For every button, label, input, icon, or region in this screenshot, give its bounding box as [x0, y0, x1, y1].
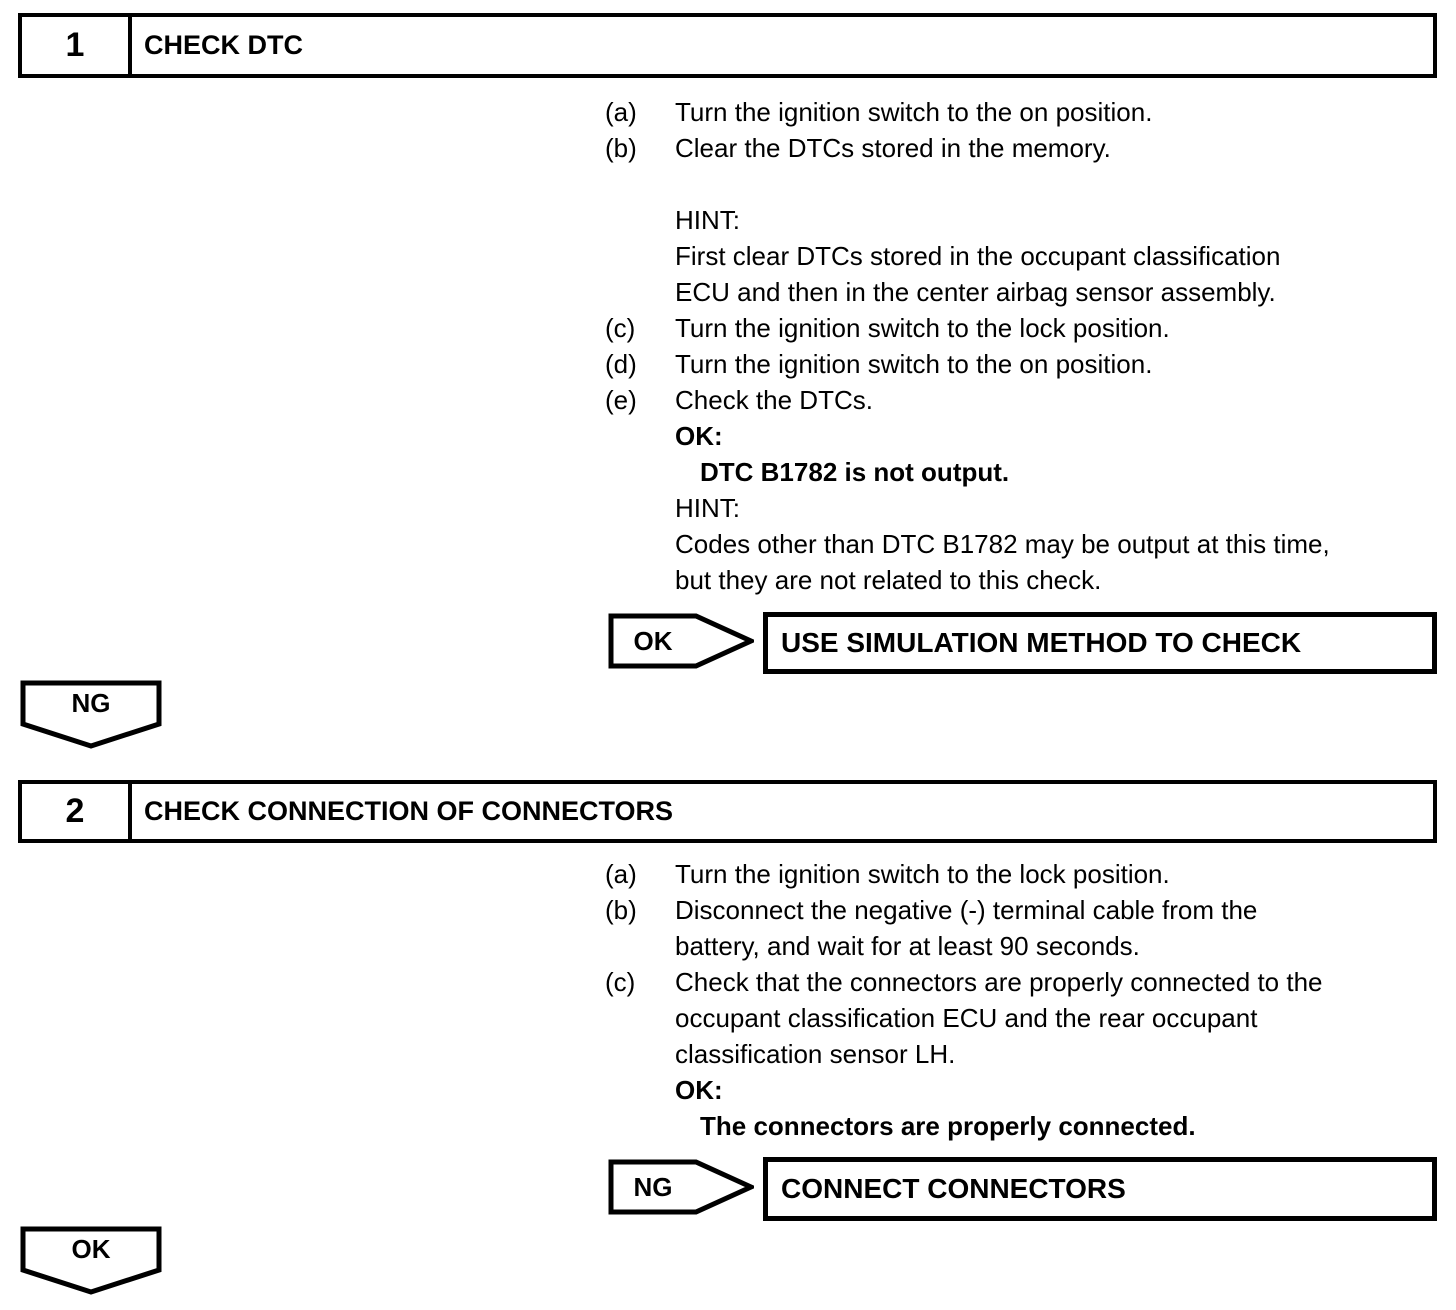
instruction-text: Disconnect the negative (-) terminal cab… — [675, 895, 1258, 925]
step-letter — [605, 1072, 675, 1108]
blank-line — [605, 166, 1450, 202]
flow-tag-label: OK — [71, 1233, 111, 1264]
instruction-text: battery, and wait for at least 90 second… — [675, 931, 1140, 961]
down-arrow-icon — [20, 1226, 162, 1295]
ok-criteria-line: DTC B1782 is not output. — [605, 454, 1450, 490]
action-text: CONNECT CONNECTORS — [781, 1173, 1126, 1204]
step-letter: (a) — [605, 97, 637, 127]
instruction-text: Clear the DTCs stored in the memory. — [675, 133, 1111, 163]
instruction-text: Check the DTCs. — [675, 385, 873, 415]
step-2-instructions: (a) Turn the ignition switch to the lock … — [605, 856, 1450, 1144]
ok-criteria-label: OK: — [675, 421, 723, 451]
step-letter — [605, 1036, 675, 1072]
down-arrow-icon — [20, 680, 162, 749]
instruction-line: (d) Turn the ignition switch to the on po… — [605, 346, 1450, 382]
instruction-line: (a) Turn the ignition switch to the on po… — [605, 94, 1450, 130]
instruction-line: (c) Turn the ignition switch to the lock … — [605, 310, 1450, 346]
hint-text-line: First clear DTCs stored in the occupant … — [605, 238, 1450, 274]
step-letter — [605, 202, 675, 238]
step-letter — [605, 418, 675, 454]
step-letter — [605, 238, 675, 274]
hint-text-line: Codes other than DTC B1782 may be output… — [605, 526, 1450, 562]
hint-text: First clear DTCs stored in the occupant … — [675, 241, 1281, 271]
hint-label-line: HINT: — [605, 490, 1450, 526]
instruction-line: (c) Check that the connectors are properl… — [605, 964, 1450, 1000]
step-letter: (c) — [605, 967, 636, 997]
ok-criteria-label-line: OK: — [605, 1072, 1450, 1108]
ok-criteria-label-line: OK: — [605, 418, 1450, 454]
step-letter — [605, 526, 675, 562]
instruction-line: (b) Disconnect the negative (-) terminal … — [605, 892, 1450, 928]
instruction-text: Check that the connectors are properly c… — [675, 967, 1323, 997]
step-number: 1 — [22, 17, 132, 74]
step-letter: (e) — [605, 385, 637, 415]
step-letter — [605, 1108, 700, 1144]
hint-text: but they are not related to this check. — [675, 565, 1102, 595]
hint-label-line: HINT: — [605, 202, 1450, 238]
step-letter — [605, 274, 675, 310]
hint-text: Codes other than DTC B1782 may be output… — [675, 529, 1330, 559]
result-tag-label: OK — [633, 625, 673, 656]
hint-label: HINT: — [675, 493, 740, 523]
ng-flow-connector: NG — [20, 680, 162, 750]
result-tag-label: NG — [633, 1171, 673, 1202]
action-text: USE SIMULATION METHOD TO CHECK — [781, 627, 1302, 658]
instruction-text: Turn the ignition switch to the lock pos… — [675, 313, 1170, 343]
instruction-wrap-line: battery, and wait for at least 90 second… — [605, 928, 1450, 964]
ok-criteria-label: OK: — [675, 1075, 723, 1105]
ng-result-tag: NG — [608, 1159, 754, 1215]
instruction-line: (e) Check the DTCs. — [605, 382, 1450, 418]
hint-text-line: ECU and then in the center airbag sensor… — [605, 274, 1450, 310]
step-letter: (c) — [605, 313, 636, 343]
step-letter: (a) — [605, 859, 637, 889]
step-2-header: 2 CHECK CONNECTION OF CONNECTORS — [18, 780, 1437, 843]
ok-criteria-line: The connectors are properly connected. — [605, 1108, 1450, 1144]
ok-criteria-text: The connectors are properly connected. — [700, 1111, 1196, 1141]
step-letter — [605, 562, 675, 598]
step-1-header: 1 CHECK DTC — [18, 13, 1437, 78]
step-number: 2 — [22, 784, 132, 839]
hint-text: ECU and then in the center airbag sensor… — [675, 277, 1276, 307]
step-letter: (b) — [605, 133, 637, 163]
instruction-line: (a) Turn the ignition switch to the lock … — [605, 856, 1450, 892]
step-title: CHECK DTC — [144, 30, 303, 60]
instruction-wrap-line: occupant classification ECU and the rear… — [605, 1000, 1450, 1036]
action-box-connect-connectors: CONNECT CONNECTORS — [763, 1157, 1437, 1221]
step-letter: (d) — [605, 349, 637, 379]
ok-flow-connector: OK — [20, 1226, 162, 1296]
instruction-line: (b) Clear the DTCs stored in the memory. — [605, 130, 1450, 166]
right-arrow-icon — [608, 1159, 754, 1215]
step-title: CHECK CONNECTION OF CONNECTORS — [144, 796, 674, 826]
instruction-text: Turn the ignition switch to the on posit… — [675, 97, 1153, 127]
hint-label: HINT: — [675, 205, 740, 235]
step-letter — [605, 928, 675, 964]
right-arrow-icon — [608, 613, 754, 669]
step-letter — [605, 454, 700, 490]
instruction-text: classification sensor LH. — [675, 1039, 956, 1069]
step-letter — [605, 1000, 675, 1036]
instruction-text: occupant classification ECU and the rear… — [675, 1003, 1258, 1033]
step-letter — [605, 490, 675, 526]
step-1-instructions: (a) Turn the ignition switch to the on po… — [605, 94, 1450, 598]
flow-tag-label: NG — [71, 687, 111, 718]
ok-result-tag: OK — [608, 613, 754, 669]
instruction-text: Turn the ignition switch to the on posit… — [675, 349, 1153, 379]
instruction-wrap-line: classification sensor LH. — [605, 1036, 1450, 1072]
ok-criteria-text: DTC B1782 is not output. — [700, 457, 1010, 487]
hint-text-line: but they are not related to this check. — [605, 562, 1450, 598]
action-box-use-simulation: USE SIMULATION METHOD TO CHECK — [763, 612, 1437, 674]
instruction-text: Turn the ignition switch to the lock pos… — [675, 859, 1170, 889]
step-letter: (b) — [605, 895, 637, 925]
